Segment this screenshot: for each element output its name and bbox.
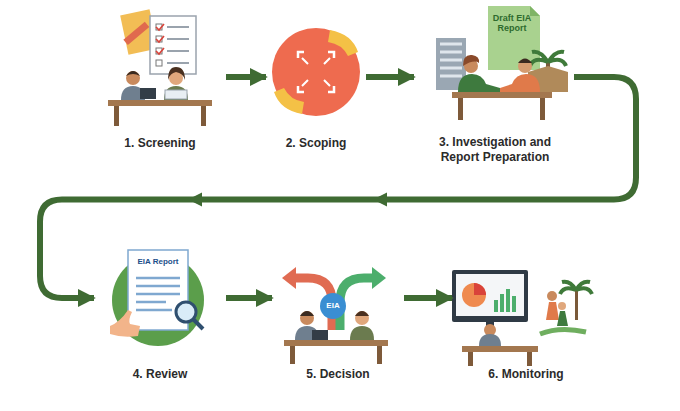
- investigation-illustration-part: [458, 74, 500, 92]
- monitoring-illustration-part: [462, 283, 486, 307]
- screening-illustration-part: [126, 71, 140, 85]
- investigation-illustration-part: [518, 59, 532, 73]
- monitoring-illustration-part: [462, 346, 538, 352]
- monitoring-illustration-part: [558, 302, 566, 310]
- screening-illustration-part: [165, 90, 187, 99]
- monitoring-illustration-part: [546, 302, 559, 320]
- review-illustration-part: [193, 319, 203, 329]
- screening-illustration-part: [150, 16, 196, 74]
- decision-illustration-part: [355, 311, 369, 325]
- process-step: 6. Monitoring: [456, 230, 596, 382]
- process-step: 1. Screening: [98, 5, 222, 151]
- monitoring-illustration-part: [468, 352, 473, 366]
- scoping-illustration-part: [298, 52, 334, 92]
- monitoring-illustration: [452, 270, 592, 366]
- screening-illustration-part: [201, 106, 206, 126]
- scoping-illustration-part: [302, 58, 330, 86]
- decision-illustration-part: [320, 293, 346, 319]
- screening-illustration: [108, 9, 212, 126]
- decision-illustration: [282, 267, 388, 364]
- decision-illustration-part: [355, 311, 369, 316]
- screening-illustration-part: [123, 22, 149, 45]
- decision-illustration-part: [350, 326, 374, 340]
- decision-illustration-part: [312, 330, 328, 340]
- step-label: 2. Scoping: [286, 136, 347, 151]
- process-step: 4. Review: [98, 230, 222, 382]
- screening-illustration-part: [114, 106, 119, 126]
- screening-illustration-part: [164, 86, 188, 100]
- investigation-illustration-part: [463, 55, 479, 66]
- monitoring-illustration-part: [527, 352, 532, 366]
- flow-arrow: [366, 74, 414, 80]
- monitoring-illustration-part: [557, 311, 568, 326]
- investigation-illustration-part: [530, 6, 540, 16]
- monitoring-illustration-part: [456, 274, 524, 316]
- scoping-illustration-part: [272, 28, 360, 116]
- step-label: 1. Screening: [124, 136, 195, 151]
- investigation-illustration-part: [530, 52, 566, 66]
- screening-illustration-part: [140, 88, 156, 99]
- step-label: 5. Decision: [306, 367, 369, 382]
- monitoring-illustration-part: [547, 291, 557, 301]
- monitoring-illustration-part: [452, 270, 528, 322]
- investigation-illustration-part: [458, 98, 463, 120]
- illustration-text: Draft EIA Report: [490, 14, 534, 34]
- monitoring-illustration-part: [512, 296, 516, 312]
- decision-illustration-part: [284, 340, 388, 346]
- screening-illustration-part: [167, 27, 189, 63]
- review-illustration: [110, 250, 204, 346]
- process-step: 2. Scoping: [270, 5, 362, 151]
- flow-arrow: [40, 77, 636, 298]
- flow-arrow: [226, 74, 266, 80]
- step-label: 4. Review: [133, 367, 188, 382]
- decision-illustration-part: [372, 267, 386, 289]
- illustration-text: EIA: [320, 300, 346, 312]
- investigation-illustration-part: [500, 74, 540, 92]
- decision-illustration-part: [377, 346, 382, 364]
- monitoring-illustration-part: [500, 294, 504, 312]
- investigation-illustration-part: [440, 44, 462, 76]
- monitoring-illustration-part: [474, 283, 486, 295]
- monitoring-illustration-part: [560, 282, 592, 294]
- illustration-text: EIA Report: [131, 258, 185, 267]
- monitoring-illustration-part: [479, 334, 501, 346]
- flow-arrow: [226, 295, 272, 301]
- monitoring-illustration-part: [575, 290, 578, 320]
- scoping-illustration: [272, 28, 360, 116]
- investigation-illustration-part: [540, 98, 545, 120]
- decision-illustration-part: [300, 311, 314, 316]
- investigation-illustration-part: [518, 59, 532, 64]
- step-label: 6. Monitoring: [488, 367, 563, 382]
- screening-illustration-part: [168, 67, 185, 80]
- process-step: 3. Investigation and Report Preparation: [418, 5, 572, 165]
- investigation-illustration: [436, 6, 568, 120]
- decision-illustration-part: [290, 346, 295, 364]
- review-illustration-part: [136, 278, 180, 310]
- investigation-illustration-part: [452, 92, 552, 98]
- flow-arrow: [404, 295, 452, 301]
- monitoring-illustration-part: [506, 289, 510, 312]
- screening-illustration-part: [156, 60, 162, 66]
- decision-illustration-part: [300, 311, 314, 325]
- step-label: 3. Investigation and Report Preparation: [418, 135, 572, 165]
- monitoring-illustration-part: [494, 300, 498, 312]
- monitoring-illustration-part: [540, 329, 586, 334]
- screening-illustration-part: [126, 71, 140, 76]
- decision-illustration-part: [282, 267, 296, 289]
- screening-illustration-part: [156, 24, 164, 54]
- review-illustration-part: [110, 310, 140, 337]
- screening-illustration-part: [108, 100, 212, 106]
